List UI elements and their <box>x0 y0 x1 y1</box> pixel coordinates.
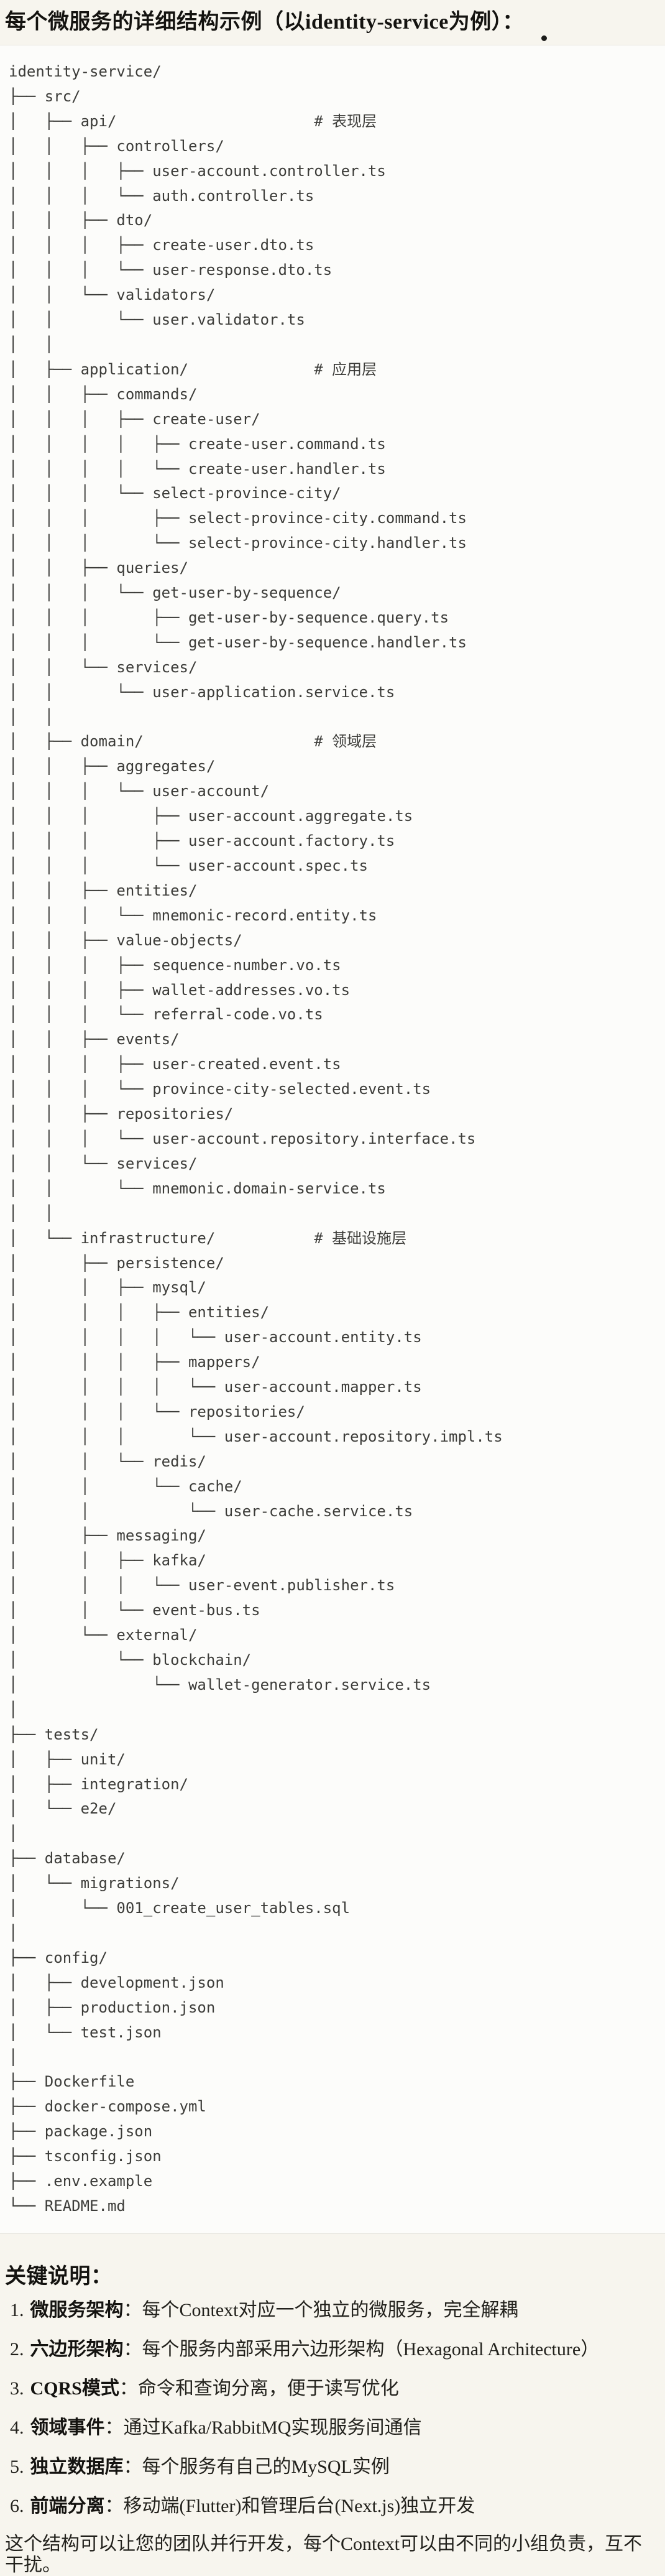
list-text: ：命令和查询分离，便于读写优化 <box>119 2378 399 2399</box>
list-text: ：每个服务有自己的MySQL实例 <box>123 2457 390 2477</box>
notes-heading: 关键说明： <box>5 2265 112 2288</box>
streaming-cursor-dot <box>541 35 547 41</box>
list-number: 3. <box>10 2378 24 2399</box>
list-term: 微服务架构 <box>30 2300 124 2320</box>
list-number: 1. <box>10 2300 24 2320</box>
list-item-independent-db: 5. 独立数据库：每个服务有自己的MySQL实例 <box>10 2455 660 2479</box>
list-term: CQRS模式 <box>30 2378 119 2399</box>
list-item-cqrs: 3. CQRS模式：命令和查询分离，便于读写优化 <box>10 2377 660 2401</box>
page-title: 每个微服务的详细结构示例（以identity-service为例）： <box>5 11 524 34</box>
list-number: 2. <box>10 2339 24 2360</box>
directory-tree: identity-service/ ├── src/ │ ├── api/ # … <box>9 63 503 2215</box>
chat-message-body: 每个微服务的详细结构示例（以identity-service为例）： ident… <box>0 9 665 2575</box>
list-item-microservice-arch: 1. 微服务架构：每个Context对应一个独立的微服务，完全解耦 <box>10 2299 660 2322</box>
list-number: 5. <box>10 2457 24 2477</box>
list-term: 六边形架构 <box>30 2339 124 2360</box>
list-text: ：每个Context对应一个独立的微服务，完全解耦 <box>123 2300 518 2320</box>
list-text: ：通过Kafka/RabbitMQ实现服务间通信 <box>104 2417 422 2438</box>
list-number: 4. <box>10 2417 24 2438</box>
list-item-domain-events: 4. 领域事件：通过Kafka/RabbitMQ实现服务间通信 <box>10 2416 660 2440</box>
list-term: 独立数据库 <box>30 2457 124 2477</box>
list-number: 6. <box>10 2496 24 2516</box>
list-term: 前端分离 <box>30 2496 105 2516</box>
closing-paragraph: 这个结构可以让您的团队并行开发，每个Context可以由不同的小组负责，互不干扰… <box>5 2534 642 2575</box>
notes-list: 1. 微服务架构：每个Context对应一个独立的微服务，完全解耦 2. 六边形架构… <box>5 2299 660 2518</box>
key-notes-section: 关键说明： 1. 微服务架构：每个Context对应一个独立的微服务，完全解耦 2… <box>5 2263 660 2576</box>
list-text: ：每个服务内部采用六边形架构（Hexagonal Architecture） <box>123 2339 600 2360</box>
code-block: identity-service/ ├── src/ │ ├── api/ # … <box>0 45 665 2234</box>
list-item-frontend-separation: 6. 前端分离：移动端(Flutter)和管理后台(Next.js)独立开发 <box>10 2495 660 2518</box>
list-item-hexagonal-arch: 2. 六边形架构：每个服务内部采用六边形架构（Hexagonal Architec… <box>10 2338 660 2361</box>
list-term: 领域事件 <box>30 2417 105 2438</box>
list-text: ：移动端(Flutter)和管理后台(Next.js)独立开发 <box>104 2496 475 2516</box>
